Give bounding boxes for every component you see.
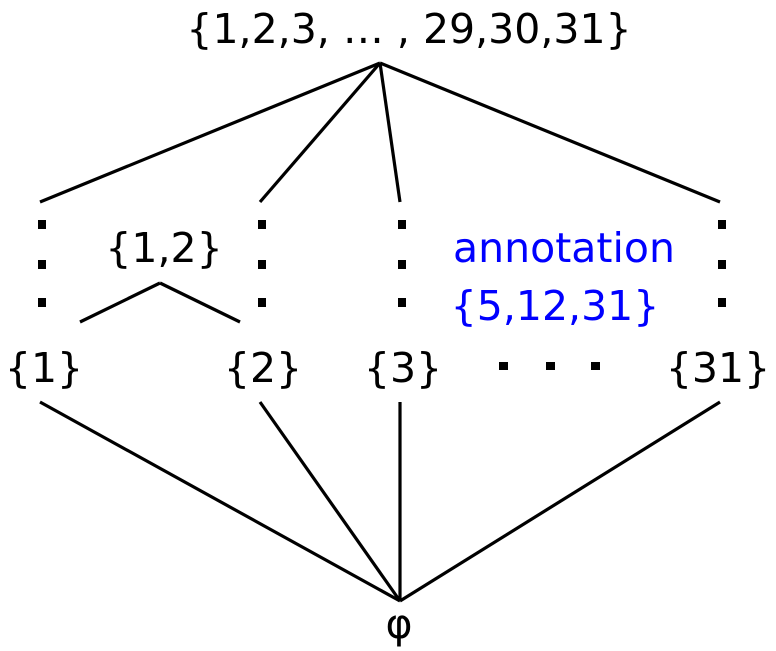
edge-top-to-s31-chain	[379, 61, 721, 204]
edge-top-to-s3-chain	[378, 62, 402, 203]
edge-top-to-left-chain	[39, 61, 381, 204]
edge-pair-to-s2	[159, 281, 241, 324]
annotation-title: annotation	[453, 224, 675, 272]
bottom-node-empty-set: φ	[385, 600, 412, 648]
edge-pair-to-s1	[79, 281, 161, 324]
singleton-node-1: {1}	[5, 344, 83, 392]
singleton-node-2: {2}	[224, 344, 302, 392]
pair-node-label: {1,2}	[105, 224, 222, 272]
top-node-label: {1,2,3, … , 29,30,31}	[186, 5, 631, 53]
chain-dots-s1	[38, 220, 46, 307]
edge-top-to-s2-chain	[258, 61, 382, 204]
annotation-set: {5,12,31}	[451, 282, 660, 330]
chain-dots-s31	[718, 220, 726, 307]
singleton-node-3: {3}	[364, 344, 442, 392]
horizontal-ellipsis	[499, 362, 600, 370]
edge-s1-to-bottom	[39, 400, 401, 603]
edge-s31-to-bottom	[399, 400, 721, 603]
chain-dots-s2	[258, 220, 266, 307]
chain-dots-s3	[398, 220, 406, 307]
edge-s2-to-bottom	[258, 401, 402, 602]
singleton-node-31: {31}	[666, 344, 770, 392]
